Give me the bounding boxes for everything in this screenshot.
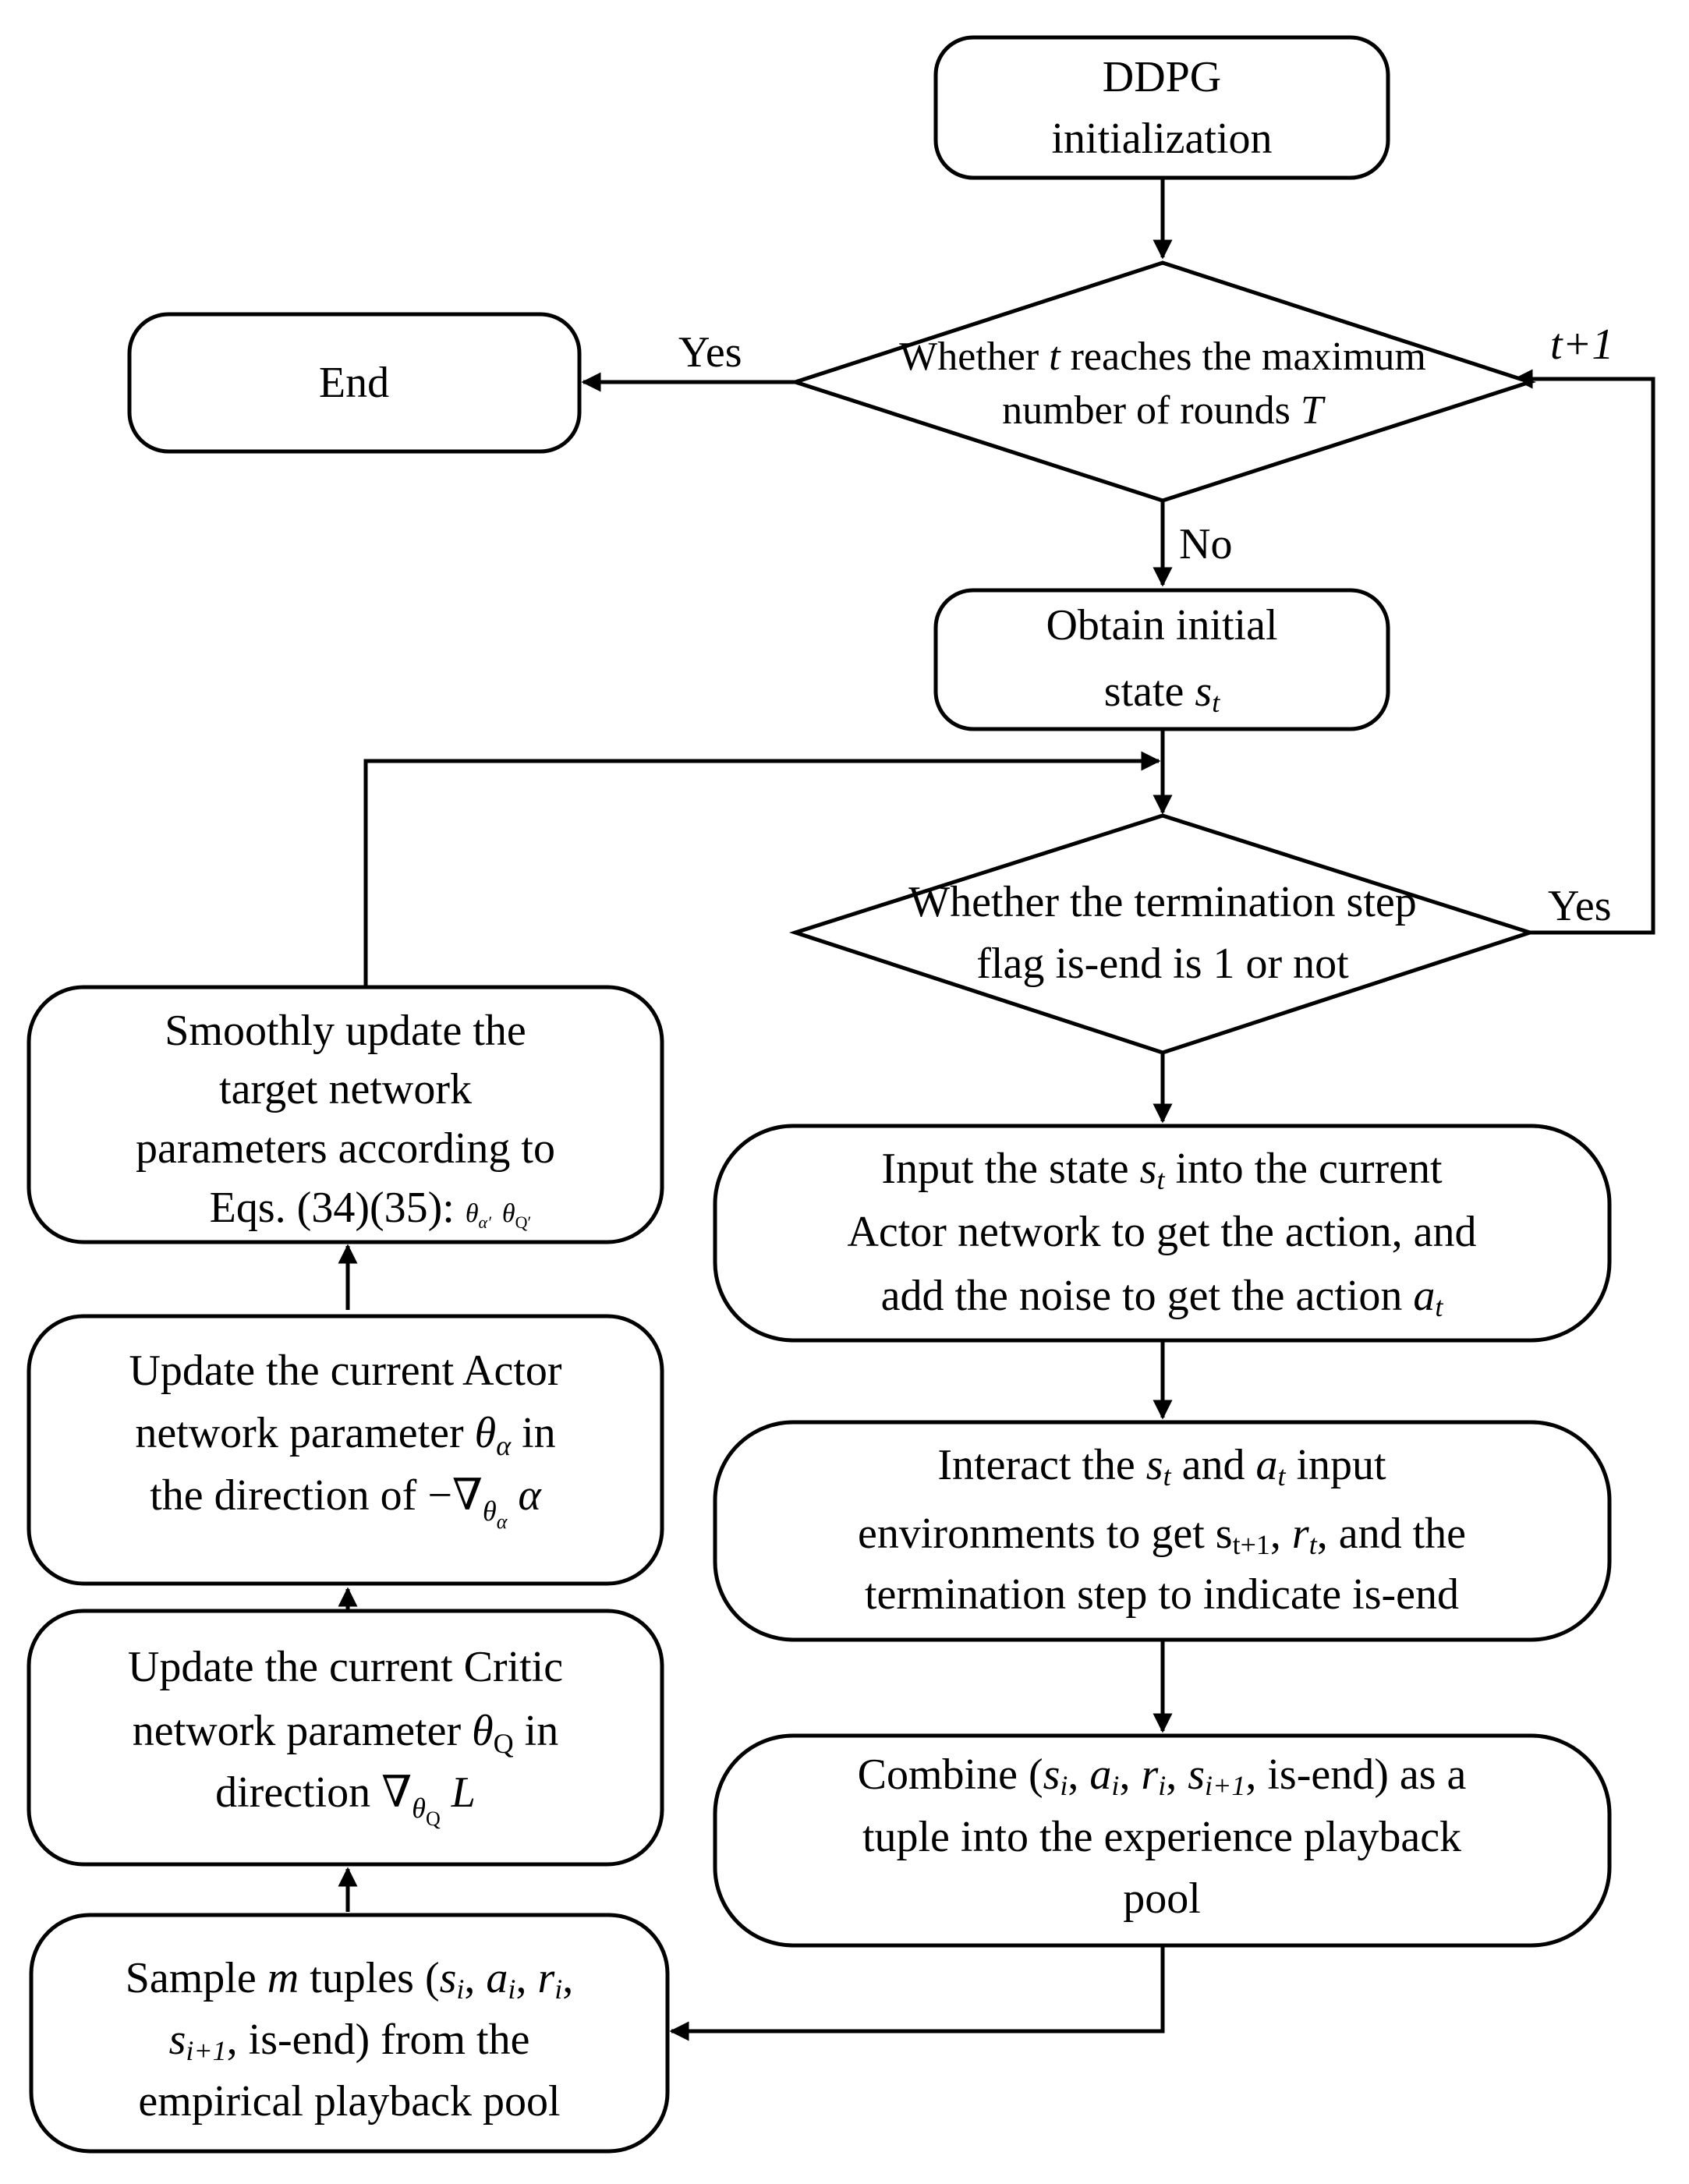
node-actor-input: Input the state st into the current Acto… xyxy=(713,1124,1612,1343)
edge-label-yes-end: Yes xyxy=(678,328,742,377)
smooth-update-line-3: parameters according to xyxy=(136,1124,555,1173)
termination-line-2: flag is-end is 1 or not xyxy=(976,940,1349,988)
edges xyxy=(338,178,1655,2041)
update-actor-line-1: Update the current Actor xyxy=(129,1347,561,1395)
termination-line-1: Whether the termination step xyxy=(908,878,1417,926)
node-initial-state: Obtain initial state st xyxy=(933,588,1390,731)
interact-line-2: environments to get st+1, rt, and the xyxy=(858,1510,1466,1560)
edge-combine-to-sample xyxy=(669,1945,1165,2041)
update-critic-line-1: Update the current Critic xyxy=(128,1643,563,1691)
actor-input-line-1: Input the state st into the current xyxy=(881,1145,1443,1195)
max-rounds-line-1: Whether t reaches the maximum xyxy=(899,335,1426,379)
combine-line-2: tuple into the experience playback xyxy=(862,1813,1461,1861)
decision-max-rounds: Whether t reaches the maximum number of … xyxy=(788,260,1537,503)
node-smooth-update: Smoothly update the target network param… xyxy=(27,985,664,1244)
combine-line-1: Combine (si, ai, ri, si+1, is-end) as a xyxy=(858,1750,1467,1801)
sample-line-3: empirical playback pool xyxy=(138,2077,560,2126)
edge-label-no: No xyxy=(1179,520,1232,568)
node-init: DDPG initialization xyxy=(933,35,1390,180)
init-line-1: DDPG xyxy=(1103,53,1221,101)
node-end: End xyxy=(127,312,582,454)
edge-label-t-plus-1: t+1 xyxy=(1550,320,1613,369)
smooth-update-line-1: Smoothly update the xyxy=(165,1007,526,1055)
edge-label-yes-loop: Yes xyxy=(1548,882,1611,930)
decision-termination: Whether the termination step flag is-end… xyxy=(788,813,1537,1055)
smooth-update-line-2: target network xyxy=(219,1065,472,1113)
node-update-actor: Update the current Actor network paramet… xyxy=(27,1314,664,1586)
smooth-update-line-4: Eqs. (34)(35): θα′ θQ′ xyxy=(210,1184,532,1232)
interact-line-1: Interact the st and at input xyxy=(937,1441,1386,1492)
node-combine: Combine (si, ai, ri, si+1, is-end) as a … xyxy=(713,1733,1612,1948)
init-line-2: initialization xyxy=(1051,115,1272,163)
sample-line-1: Sample m tuples (si, ai, ri, xyxy=(126,1954,574,2005)
actor-input-line-3: add the noise to get the action at xyxy=(881,1272,1444,1322)
node-interact: Interact the st and at input environment… xyxy=(713,1420,1612,1642)
max-rounds-line-2: number of rounds T xyxy=(1002,388,1326,433)
sample-line-2: si+1, is-end) from the xyxy=(169,2016,530,2066)
update-critic-line-3: direction ∇θQ L xyxy=(215,1768,476,1830)
edge-termination-yes-loop xyxy=(1513,369,1655,935)
update-critic-line-2: network parameter θQ in xyxy=(133,1707,558,1759)
interact-line-3: termination step to indicate is-end xyxy=(865,1570,1459,1619)
initial-state-line-2: state st xyxy=(1104,667,1220,718)
update-actor-line-3: the direction of −∇θα α xyxy=(150,1471,542,1533)
combine-line-3: pool xyxy=(1123,1874,1201,1923)
edge-smooth-to-termination xyxy=(363,751,1161,987)
initial-state-line-1: Obtain initial xyxy=(1046,601,1277,650)
node-update-critic: Update the current Critic network parame… xyxy=(27,1609,664,1867)
update-actor-line-2: network parameter θα in xyxy=(135,1409,555,1461)
node-sample: Sample m tuples (si, ai, ri, si+1, is-en… xyxy=(29,1913,670,2154)
actor-input-line-2: Actor network to get the action, and xyxy=(847,1208,1476,1256)
end-label: End xyxy=(319,359,389,407)
